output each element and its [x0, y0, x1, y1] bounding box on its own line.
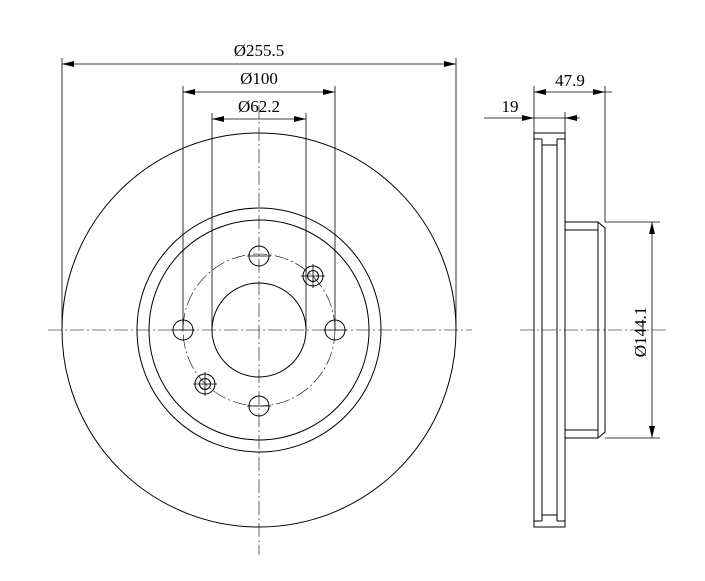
center-bore-label: Ø62.2: [238, 97, 280, 116]
dimension-center-bore: Ø62.2: [211, 97, 307, 330]
dimension-outer-diameter: Ø255.5: [61, 41, 457, 330]
hat-diameter-label: Ø144.1: [631, 307, 650, 358]
pcd-diameter-label: Ø100: [240, 69, 278, 88]
disc-body: [533, 132, 566, 528]
dimension-overall-height: 47.9: [533, 71, 612, 222]
dimension-disc-thickness: 19: [484, 97, 580, 133]
front-view: Ø255.5 Ø100 Ø62.2: [48, 41, 472, 555]
overall-height-label: 47.9: [555, 71, 585, 90]
dimension-hat-diameter: Ø144.1: [605, 221, 660, 439]
hat-inner-circle: [148, 219, 370, 441]
hat-profile: [565, 221, 606, 439]
side-view: 47.9 19 Ø144.1: [484, 71, 668, 528]
disc-thickness-label: 19: [502, 97, 519, 116]
outer-diameter-label: Ø255.5: [234, 41, 285, 60]
hat-outer-circle: [136, 207, 382, 453]
dimension-pcd: Ø100: [182, 69, 336, 330]
